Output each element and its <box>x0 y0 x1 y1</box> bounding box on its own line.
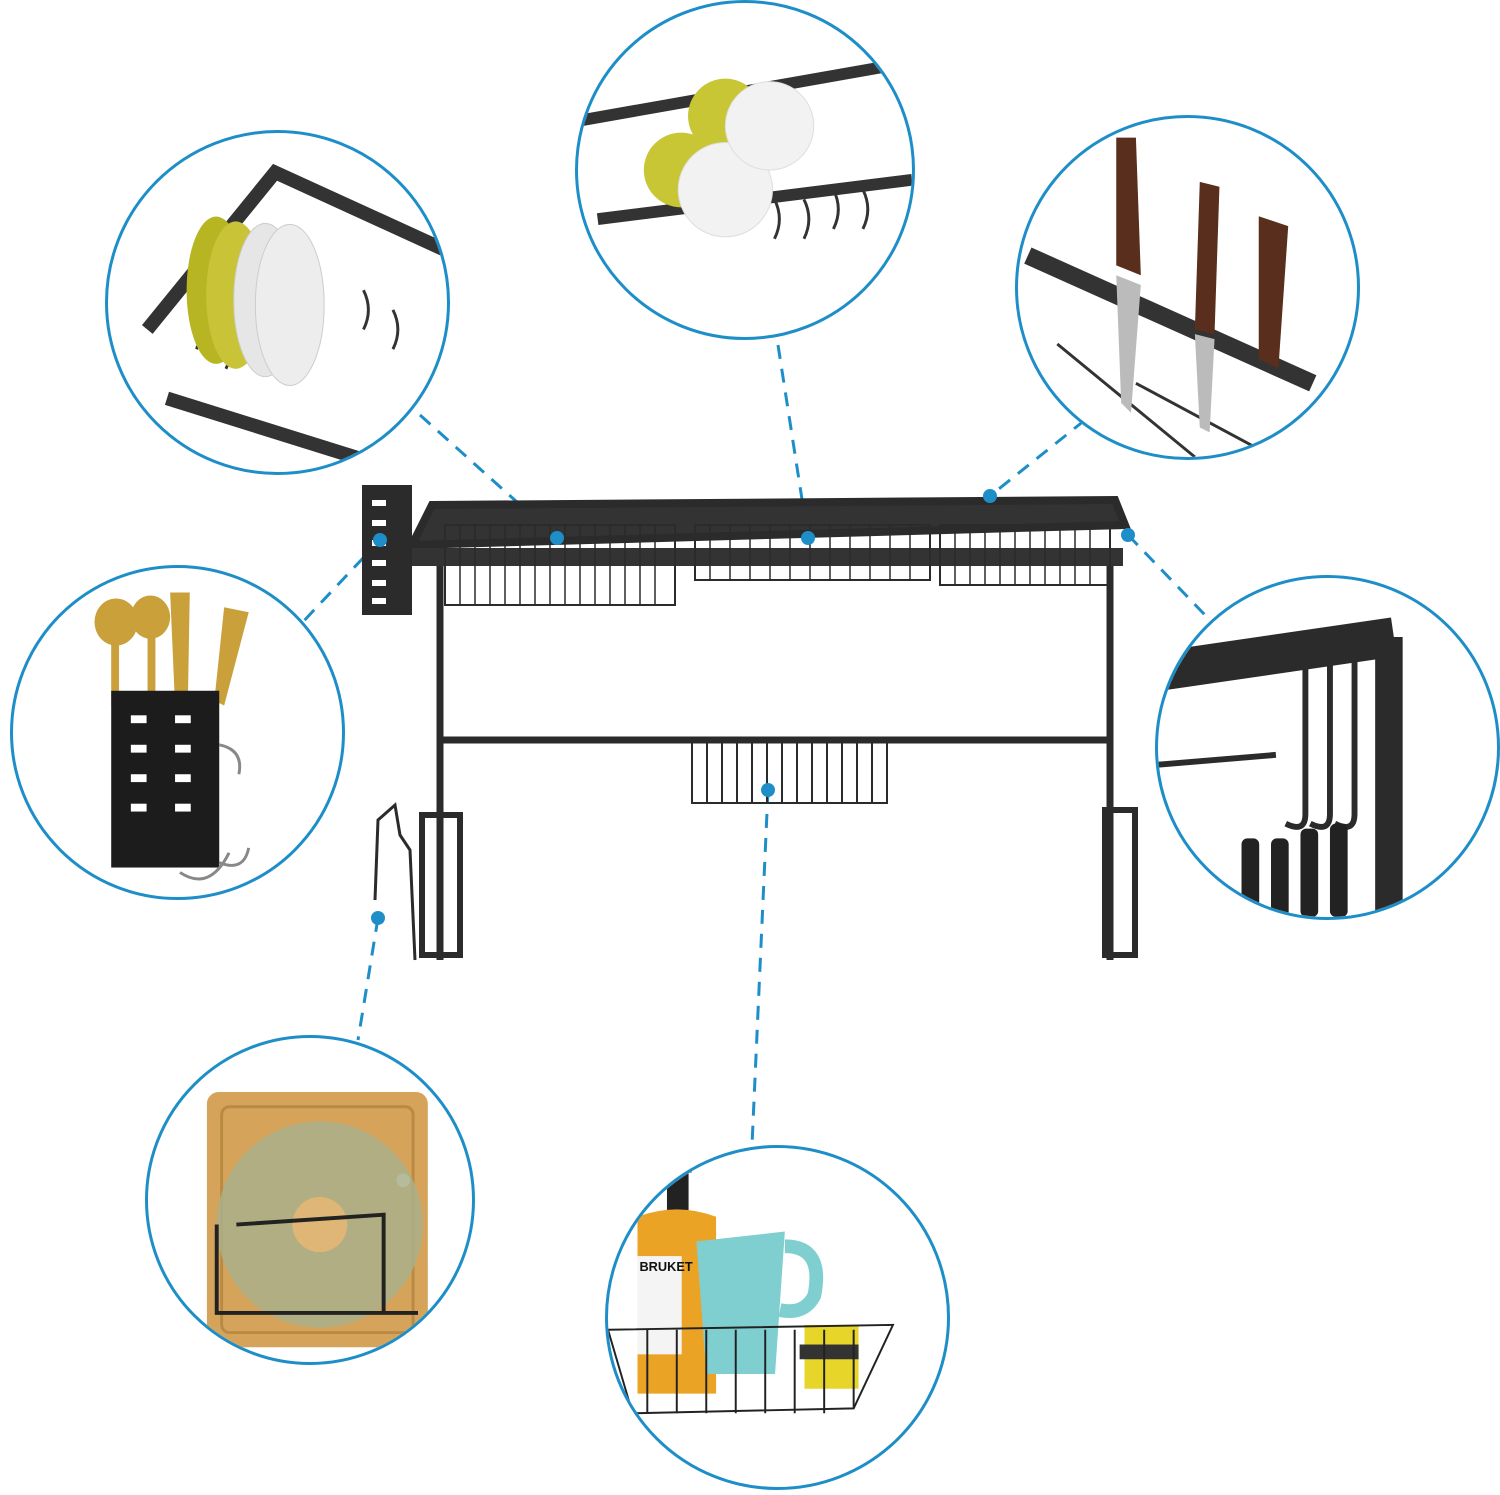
callout-dot-bowl-rack[interactable] <box>801 531 815 545</box>
callout-dot-cutting-board-holder[interactable] <box>371 911 385 925</box>
callout-dot-side-hooks[interactable] <box>1121 528 1135 542</box>
callout-knife-holder <box>1015 115 1360 460</box>
callout-dot-utensil-holder[interactable] <box>373 533 387 547</box>
callout-plate-rack <box>105 130 450 475</box>
callout-utensil-holder <box>10 565 345 900</box>
soap-bottle-label: BRUKET <box>639 1259 692 1274</box>
callout-bowl-rack <box>575 0 915 340</box>
callout-dot-plate-rack[interactable] <box>550 531 564 545</box>
callout-dot-knife-holder[interactable] <box>983 489 997 503</box>
callout-sponge-basket: BRUKET <box>605 1145 950 1490</box>
callout-dot-sponge-basket[interactable] <box>761 783 775 797</box>
callout-cutting-board-holder <box>145 1035 475 1365</box>
callout-side-hooks <box>1155 575 1500 920</box>
